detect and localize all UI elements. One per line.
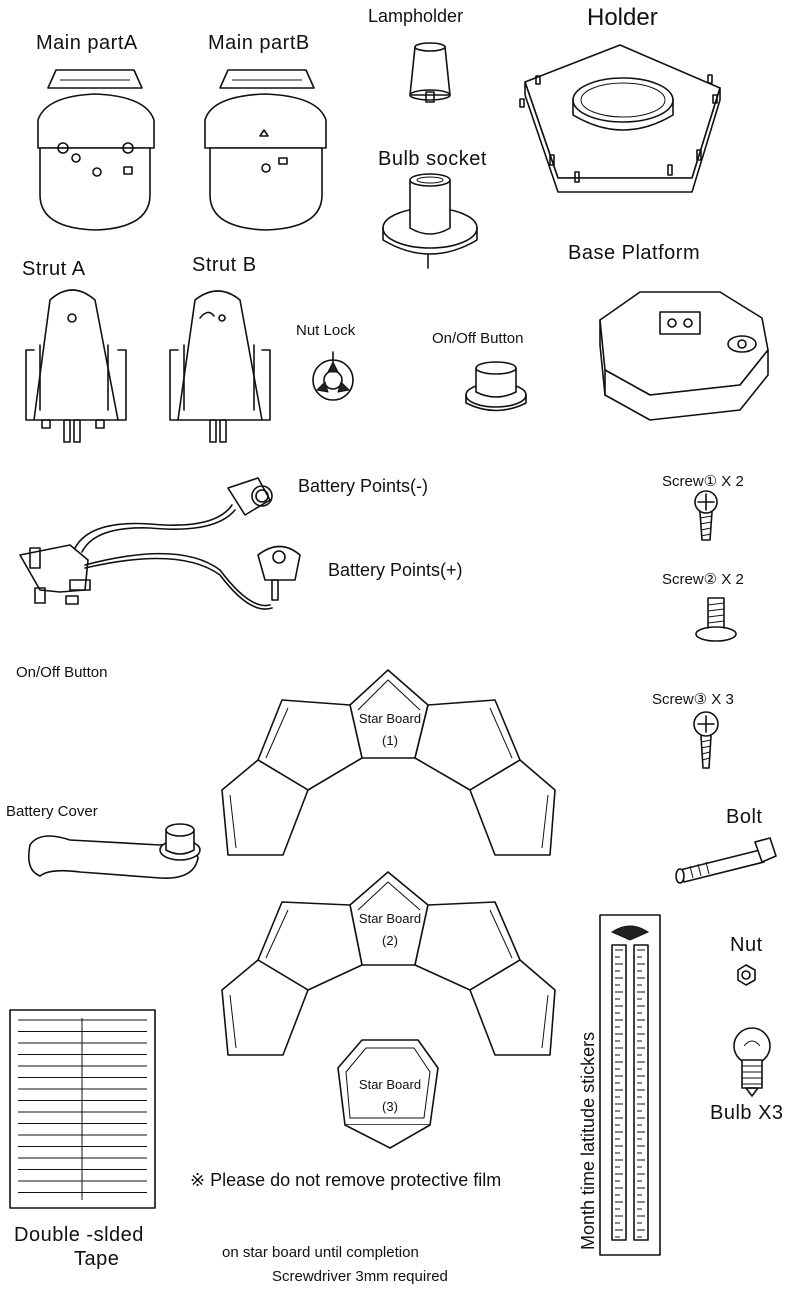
nut-lock-label: Nut Lock — [296, 322, 356, 339]
strut-b-drawing — [170, 291, 270, 442]
star-board-1-label: Star Board (1) — [340, 708, 440, 752]
star-board-3-label: Star Board (3) — [340, 1074, 440, 1118]
star-board-1-number: (1) — [382, 733, 398, 748]
base-platform-label: Base Platform — [568, 242, 701, 264]
note-line-3: Screwdriver 3mm required — [272, 1268, 448, 1285]
bolt-label: Bolt — [726, 806, 763, 828]
stickers-label: Month time latitude stickers — [578, 1031, 598, 1250]
tape-label-line-1: Double -slded — [14, 1224, 144, 1246]
lampholder-drawing — [410, 43, 450, 102]
on-off-button-label: On/Off Button — [432, 330, 524, 347]
lampholder-label: Lampholder — [368, 6, 464, 26]
main-part-b-drawing — [205, 70, 326, 230]
star-board-2-drawing — [222, 872, 555, 1055]
star-board-3-drawing — [338, 1040, 438, 1148]
main-part-b-label: Main partB — [208, 32, 310, 54]
tape-label-line-2: Tape — [74, 1248, 120, 1270]
main-part-a-drawing — [38, 70, 154, 230]
battery-points-neg-label: Battery Points(-) — [298, 476, 429, 496]
bulb-drawing — [734, 1028, 770, 1096]
screw-2-label: Screw② X 2 — [662, 571, 744, 588]
battery-wiring-drawing — [20, 478, 300, 609]
screw-1-drawing — [695, 491, 717, 540]
star-board-3-title: Star Board — [358, 1077, 422, 1092]
screw-3-drawing — [694, 712, 718, 768]
note-line-2: on star board until completion — [222, 1244, 419, 1261]
holder-label: Holder — [587, 4, 658, 31]
note-line-1: ※ Please do not remove protective film — [190, 1170, 502, 1190]
star-board-2-title: Star Board — [358, 911, 422, 926]
nut-drawing — [738, 965, 755, 985]
bolt-drawing — [676, 838, 776, 883]
stickers-drawing — [600, 915, 660, 1255]
nut-lock-drawing — [313, 352, 353, 400]
bulb-socket-label: Bulb socket — [378, 148, 487, 170]
screw-3-label: Screw③ X 3 — [652, 691, 734, 708]
nut-label: Nut — [730, 934, 763, 956]
bulb-socket-drawing — [383, 174, 477, 268]
star-board-3-number: (3) — [382, 1099, 398, 1114]
bulb-label: Bulb X3 — [710, 1102, 784, 1124]
star-board-1-title: Star Board — [358, 711, 422, 726]
screw-2-drawing — [696, 598, 736, 641]
strut-a-drawing — [26, 290, 126, 442]
on-off-button-left-label: On/Off Button — [16, 664, 108, 681]
star-board-2-label: Star Board (2) — [340, 908, 440, 952]
on-off-button-drawing — [466, 362, 526, 411]
star-board-2-number: (2) — [382, 933, 398, 948]
star-board-1-drawing — [222, 670, 555, 855]
main-part-a-label: Main partA — [36, 32, 138, 54]
tape-drawing — [10, 1010, 155, 1208]
battery-cover-label: Battery Cover — [6, 803, 98, 820]
base-platform-drawing — [600, 292, 768, 420]
screw-1-label: Screw① X 2 — [662, 473, 744, 490]
battery-cover-drawing — [29, 824, 200, 878]
holder-drawing — [520, 45, 720, 192]
strut-b-label: Strut B — [192, 254, 257, 276]
battery-points-pos-label: Battery Points(+) — [328, 560, 463, 580]
strut-a-label: Strut A — [22, 258, 86, 280]
